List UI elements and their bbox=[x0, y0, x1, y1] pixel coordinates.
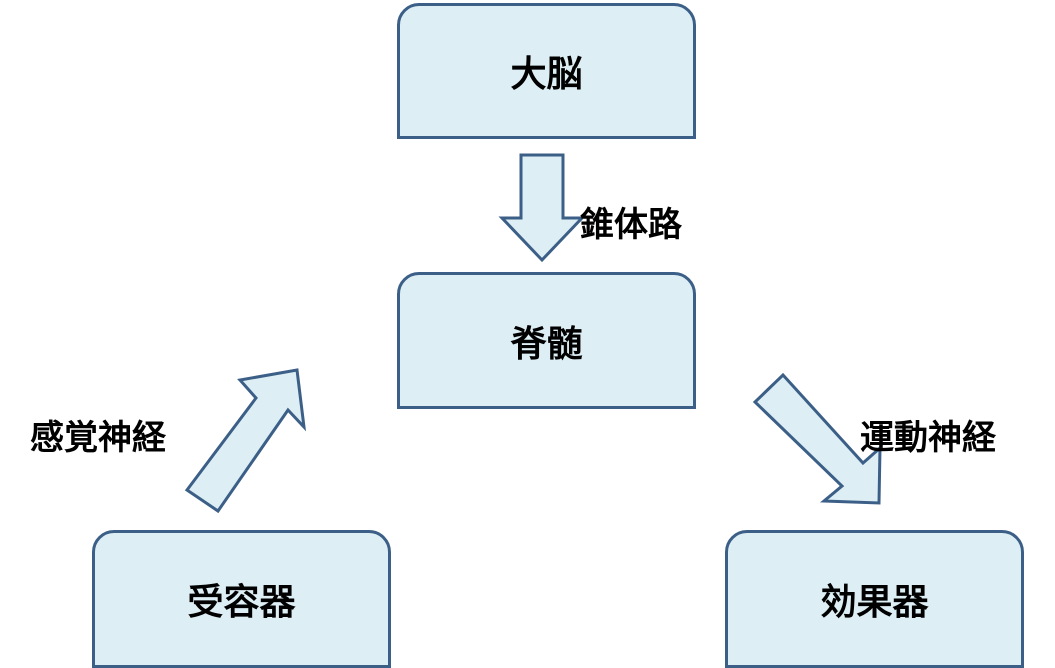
node-receptor-label: 受容器 bbox=[187, 582, 296, 623]
node-effector: 効果器 bbox=[725, 530, 1024, 668]
arrow-spinal-to-effector bbox=[752, 372, 882, 505]
edge-label-pyramidal-tract: 錐体路 bbox=[580, 205, 682, 245]
arrow-brain-to-spinal bbox=[498, 153, 586, 263]
node-spinal-cord: 脊髄 bbox=[397, 272, 696, 409]
node-brain-label: 大脳 bbox=[510, 54, 583, 95]
node-effector-label: 効果器 bbox=[820, 582, 929, 623]
edge-label-sensory-nerve: 感覚神経 bbox=[30, 418, 166, 458]
arrow-receptor-to-spinal bbox=[184, 368, 307, 514]
edge-label-motor-nerve: 運動神経 bbox=[860, 418, 996, 458]
node-receptor: 受容器 bbox=[92, 530, 391, 668]
node-brain: 大脳 bbox=[397, 3, 696, 139]
node-spinal-cord-label: 脊髄 bbox=[510, 323, 583, 365]
